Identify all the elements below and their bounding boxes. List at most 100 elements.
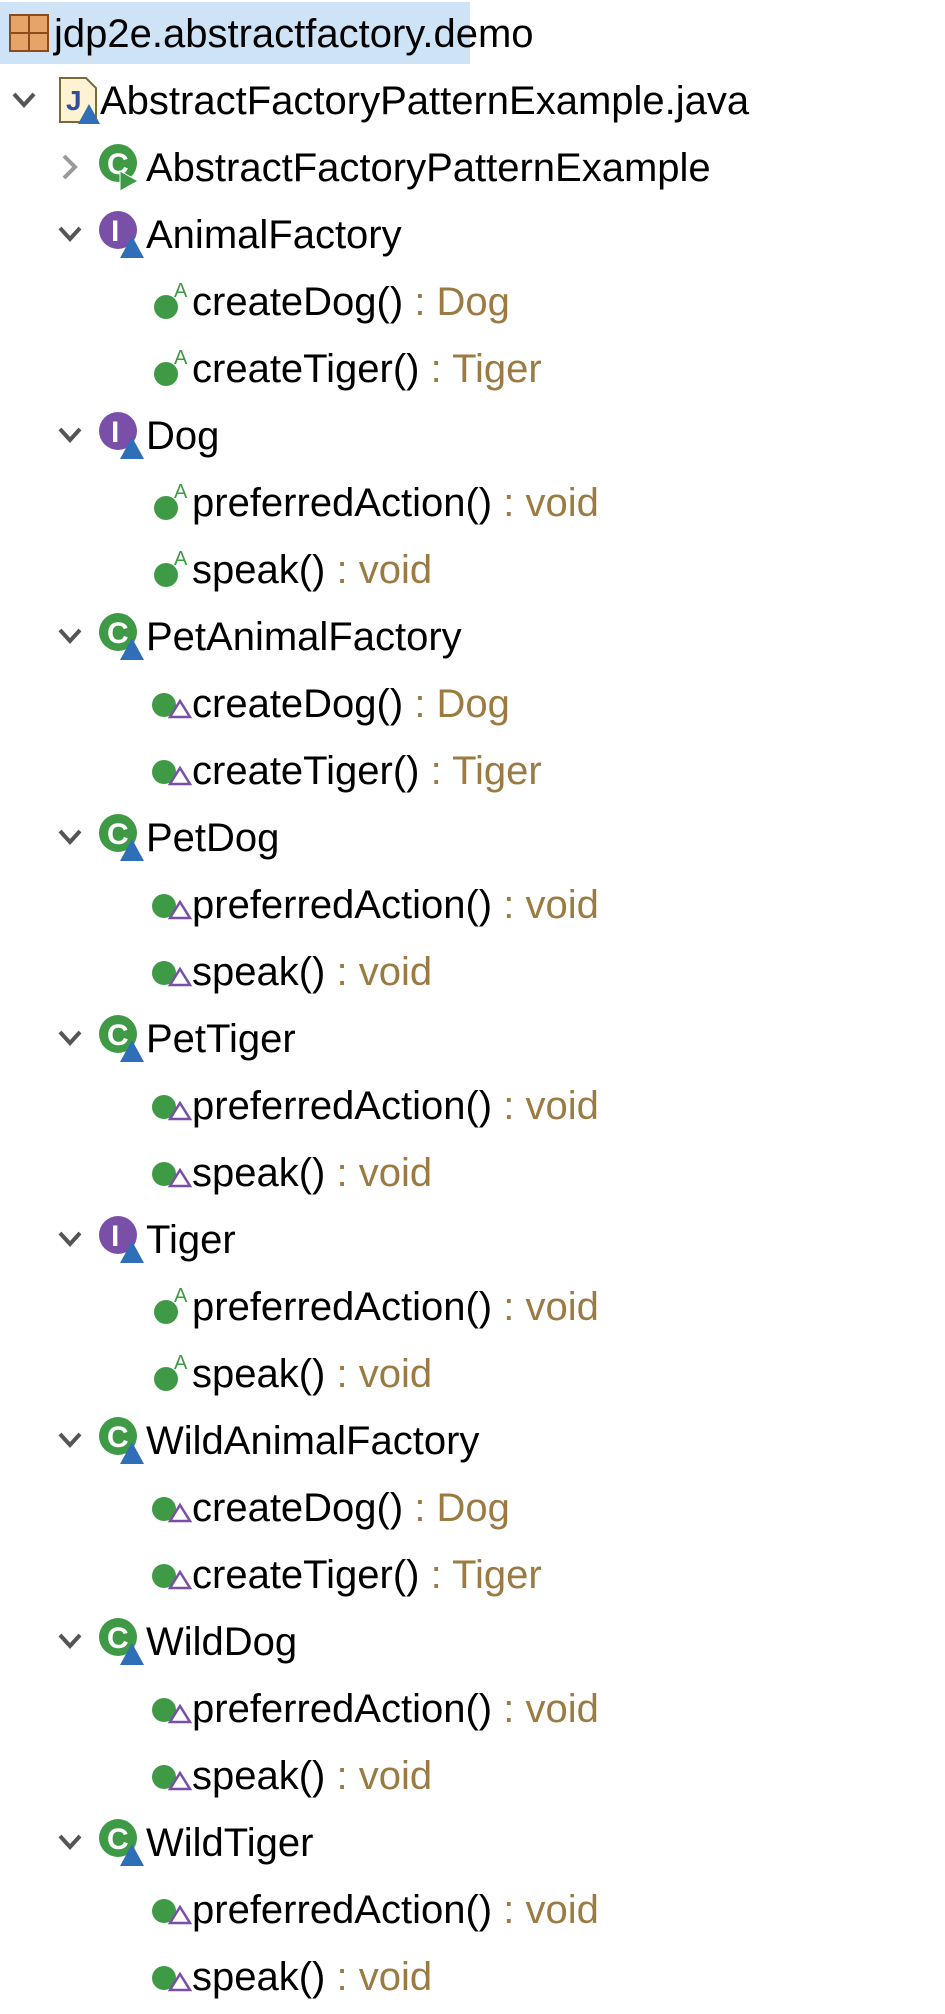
member-name: speak(): [192, 1754, 326, 1798]
chevron-down-icon[interactable]: [52, 1623, 88, 1659]
type-label: AnimalFactory: [146, 213, 402, 257]
svg-text:C: C: [107, 1823, 129, 1856]
member-return-type: : void: [492, 883, 599, 927]
tree-item-member[interactable]: preferredAction() : void: [0, 1876, 945, 1943]
chevron-down-icon[interactable]: [52, 417, 88, 453]
implemented-method-icon: [152, 894, 193, 920]
package-icon: [9, 14, 49, 52]
implemented-method-icon: [152, 693, 193, 719]
member-signature: preferredAction() : void: [192, 885, 599, 925]
member-name: speak(): [192, 548, 326, 592]
tree-item-type[interactable]: C PetDog: [0, 804, 945, 871]
implemented-method-icon: [152, 1162, 193, 1188]
type-label: Dog: [146, 414, 220, 458]
chevron-down-icon[interactable]: [52, 618, 88, 654]
interface-icon: I: [99, 211, 144, 258]
chevron-down-icon[interactable]: [52, 216, 88, 252]
member-signature: speak() : void: [192, 1153, 432, 1193]
member-name: createTiger(): [192, 749, 420, 793]
class-icon: C: [99, 1015, 144, 1062]
class-icon: C: [99, 1618, 144, 1665]
member-signature: createTiger() : Tiger: [192, 349, 542, 389]
tree-item-type[interactable]: I AnimalFactory: [0, 201, 945, 268]
svg-text:A: A: [174, 347, 188, 369]
member-name: createDog(): [192, 280, 404, 324]
tree-item-member[interactable]: preferredAction() : void: [0, 1072, 945, 1139]
member-return-type: : Tiger: [419, 347, 542, 391]
type-label: Tiger: [146, 1218, 236, 1262]
class-icon: C: [99, 814, 144, 861]
chevron-down-icon[interactable]: [52, 1422, 88, 1458]
member-return-type: : void: [492, 1687, 599, 1731]
member-signature: preferredAction() : void: [192, 483, 599, 523]
svg-text:C: C: [107, 1622, 129, 1655]
svg-text:A: A: [174, 1285, 188, 1307]
tree-item-member[interactable]: speak() : void: [0, 1943, 945, 2010]
chevron-right-icon[interactable]: [52, 149, 88, 185]
svg-text:C: C: [107, 818, 129, 851]
member-name: speak(): [192, 950, 326, 994]
member-signature: speak() : void: [192, 1354, 432, 1394]
member-signature: preferredAction() : void: [192, 1890, 599, 1930]
tree-item-member[interactable]: preferredAction() : void: [0, 1675, 945, 1742]
member-name: speak(): [192, 1352, 326, 1396]
chevron-down-icon[interactable]: [6, 82, 42, 118]
main-class-icon: C: [99, 144, 140, 192]
chevron-down-icon[interactable]: [52, 819, 88, 855]
svg-text:I: I: [111, 215, 119, 248]
package-label: jdp2e.abstractfactory.demo: [54, 12, 534, 56]
class-icon: C: [99, 613, 144, 660]
chevron-down-icon[interactable]: [52, 1020, 88, 1056]
tree-item-member[interactable]: speak() : void: [0, 1742, 945, 1809]
tree-item-package[interactable]: jdp2e.abstractfactory.demo: [0, 0, 945, 67]
member-return-type: : void: [492, 1084, 599, 1128]
type-label: PetDog: [146, 816, 280, 860]
member-name: createDog(): [192, 682, 404, 726]
member-signature: speak() : void: [192, 1957, 432, 1997]
svg-text:C: C: [107, 1019, 129, 1052]
implemented-method-icon: [152, 1966, 193, 1992]
chevron-down-icon[interactable]: [52, 1221, 88, 1257]
tree-item-member[interactable]: createTiger() : Tiger: [0, 1541, 945, 1608]
tree-item-member[interactable]: createDog() : Dog: [0, 670, 945, 737]
tree-item-member[interactable]: speak() : void: [0, 1139, 945, 1206]
member-signature: preferredAction() : void: [192, 1689, 599, 1729]
member-name: preferredAction(): [192, 1687, 493, 1731]
tree-item-member[interactable]: createDog() : Dog: [0, 1474, 945, 1541]
member-signature: preferredAction() : void: [192, 1287, 599, 1327]
tree-item-member[interactable]: preferredAction() : void: [0, 871, 945, 938]
tree-item-type[interactable]: I Dog: [0, 402, 945, 469]
member-return-type: : Dog: [403, 682, 510, 726]
implemented-method-icon: [152, 760, 193, 786]
abstract-method-icon: A: [154, 1285, 188, 1324]
abstract-method-icon: A: [154, 280, 188, 319]
chevron-down-icon[interactable]: [52, 1824, 88, 1860]
svg-text:I: I: [111, 416, 119, 449]
selection-highlight: [0, 2, 470, 64]
member-signature: createDog() : Dog: [192, 684, 510, 724]
interface-icon: I: [99, 1216, 144, 1263]
java-file-icon: J: [59, 77, 100, 124]
member-return-type: : void: [492, 1888, 599, 1932]
tree-item-member[interactable]: speak() : void: [0, 938, 945, 1005]
implemented-method-icon: [152, 1765, 193, 1791]
tree-item-member[interactable]: createTiger() : Tiger: [0, 737, 945, 804]
member-name: preferredAction(): [192, 481, 493, 525]
member-name: speak(): [192, 1151, 326, 1195]
svg-text:A: A: [174, 548, 188, 570]
member-signature: createTiger() : Tiger: [192, 751, 542, 791]
